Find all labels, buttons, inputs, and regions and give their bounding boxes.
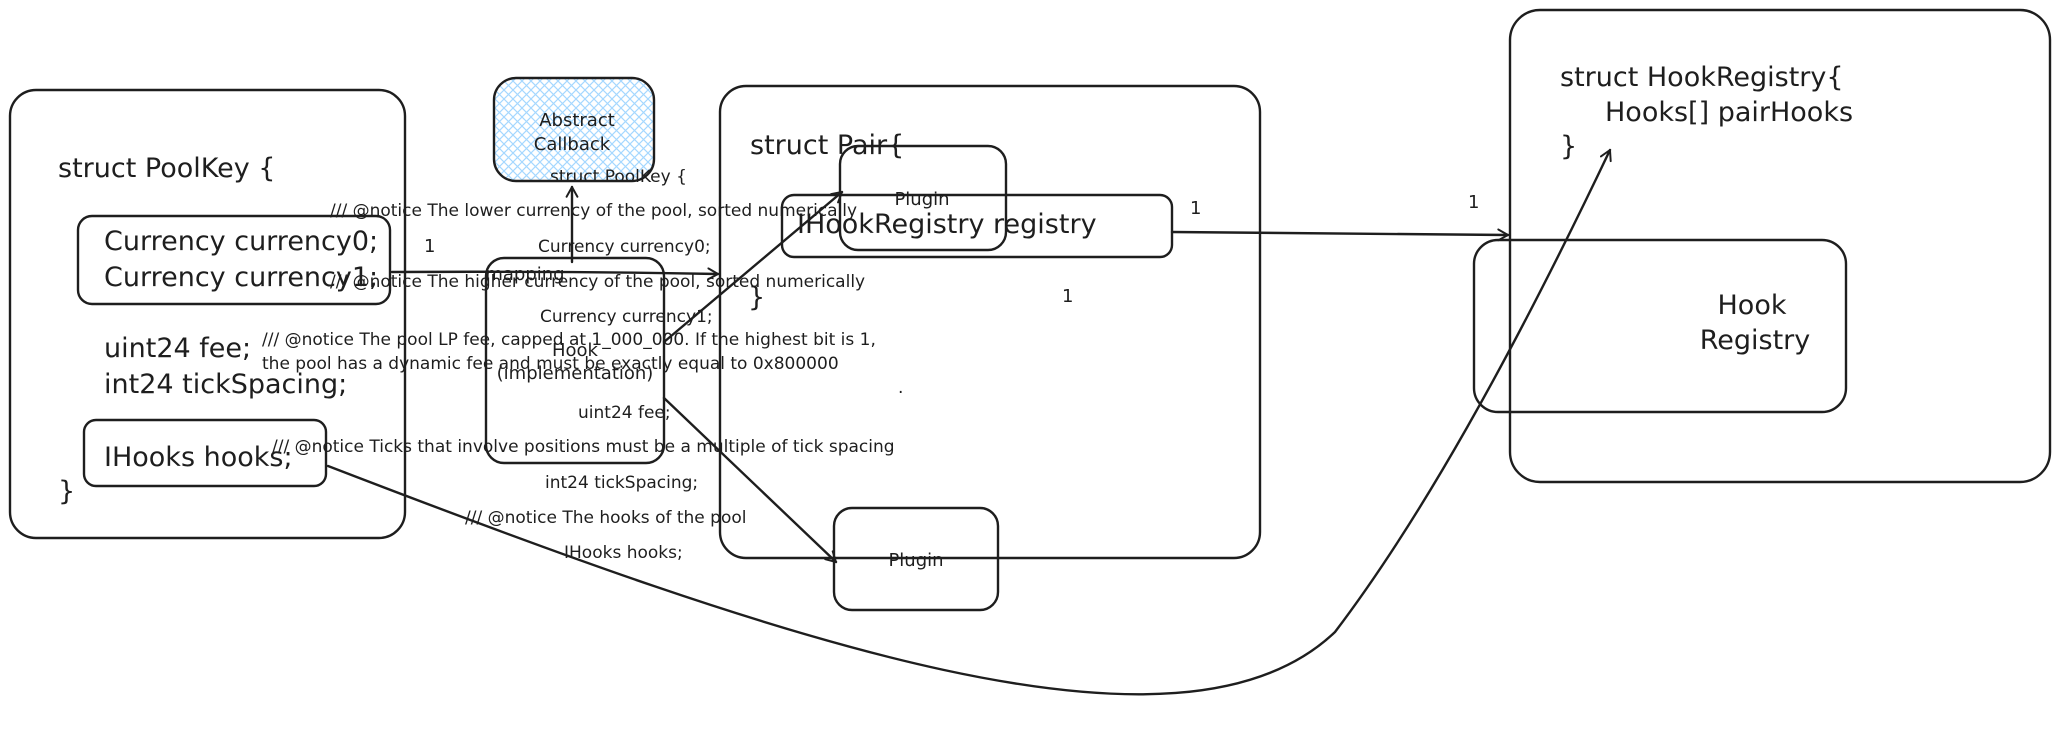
hook-registry-field: Hooks[] pairHooks [1605, 97, 1853, 128]
source-note-hooks: /// @notice The hooks of the pool [465, 508, 746, 528]
arrow-pair-to-registry [1170, 228, 1510, 242]
multiplicity-labels: 1 1 1 1 [424, 192, 1479, 307]
poolkey-fee: uint24 fee; [104, 333, 251, 364]
poolkey-close: } [58, 476, 75, 507]
abstract-callback-line2: Callback [534, 134, 611, 155]
source-note-lower: /// @notice The lower currency of the po… [330, 201, 857, 221]
hook-registry-header: struct HookRegistry{ [1560, 62, 1844, 93]
hook-registry-container [1508, 8, 2052, 484]
connectors [326, 148, 1612, 696]
currency-box [76, 214, 392, 306]
pair-container [718, 84, 1262, 560]
hook-implementation-line2: (implementation) [497, 363, 654, 384]
hook-registry-line1: Hook [1718, 290, 1787, 321]
source-header: struct PoolKey { [550, 167, 687, 187]
arrow-hooks-to-registry [326, 148, 1612, 696]
plugin-top-label: Plugin [894, 189, 949, 210]
source-dot: . [898, 378, 903, 398]
multiplicity-registry-in: 1 [1468, 192, 1479, 213]
hooks-box [82, 418, 328, 488]
abstract-callback-box [492, 76, 656, 183]
hook-implementation: Hook (implementation) mapping [484, 256, 666, 465]
pair-close: } [748, 282, 765, 313]
poolkey-header: struct PoolKey { [58, 153, 275, 184]
source-currency1: Currency currency1; [540, 307, 713, 327]
mapping-label: mapping [485, 264, 564, 285]
arrow-hook-to-plugin-top [662, 190, 844, 344]
source-hooks: IHooks hooks; [564, 543, 683, 563]
poolkey-currency1: Currency currency1; [104, 262, 378, 293]
source-currency0: Currency currency0; [538, 237, 711, 257]
poolkey-hooks: IHooks hooks; [104, 442, 293, 473]
pair-struct: struct Pair{ Plugin IHookRegistry regist… [718, 84, 1262, 612]
registry-field-box [780, 193, 1174, 259]
hook-registry-line2: Registry [1700, 325, 1811, 356]
multiplicity-pair-out: 1 [1190, 198, 1201, 219]
abstract-callback-line1: Abstract [539, 110, 615, 131]
poolkey-currency0: Currency currency0; [104, 226, 378, 257]
hook-registry-close: } [1560, 131, 1577, 162]
arrow-poolkey-to-pair [390, 267, 720, 281]
plugin-bottom-label: Plugin [888, 550, 943, 571]
arrow-hook-to-plugin-bottom [662, 396, 838, 564]
source-note-ticks: /// @notice Ticks that involve positions… [272, 437, 895, 457]
multiplicity-poolkey-out: 1 [424, 236, 435, 257]
source-note-fee1: /// @notice The pool LP fee, capped at 1… [262, 330, 876, 350]
source-fee: uint24 fee; [578, 403, 671, 423]
hook-registry-box [1472, 238, 1848, 414]
hook-implementation-box [484, 256, 666, 465]
hook-registry-struct: struct HookRegistry{ Hooks[] pairHooks }… [1472, 8, 2052, 484]
source-note-higher: /// @notice The higher currency of the p… [330, 272, 865, 292]
source-code-overlay: struct PoolKey { /// @notice The lower c… [262, 167, 903, 563]
poolkey-container [8, 88, 407, 540]
multiplicity-pair-inner: 1 [1062, 286, 1073, 307]
hook-implementation-line1: Hook [552, 340, 599, 361]
source-note-fee2: the pool has a dynamic fee and must be e… [262, 354, 839, 374]
poolkey-struct: struct PoolKey { Currency currency0; Cur… [8, 88, 407, 540]
pair-registry: IHookRegistry registry [797, 209, 1097, 240]
abstract-callback: Abstract Callback [492, 76, 656, 183]
poolkey-tickspacing: int24 tickSpacing; [104, 369, 347, 400]
source-tickspacing: int24 tickSpacing; [545, 473, 698, 493]
